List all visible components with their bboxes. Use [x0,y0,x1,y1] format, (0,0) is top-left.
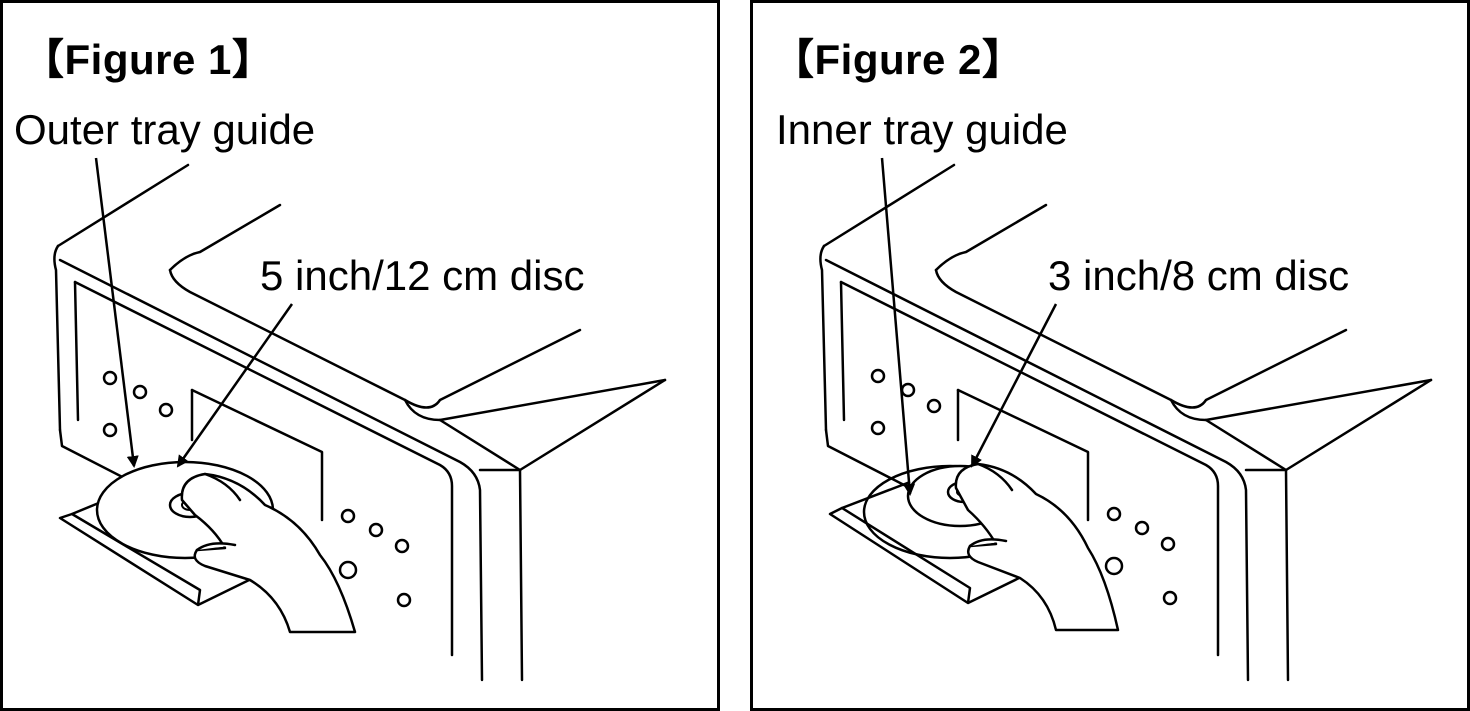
panel-border [0,0,720,711]
guide-arrow [880,157,916,496]
figure-1-panel: 【Figure 1】 Outer tray guide 5 inch/12 cm… [0,0,720,711]
disc-arrow [970,303,1058,468]
disc-size-label: 3 inch/8 cm disc [1048,252,1350,299]
callout-arrows [94,157,294,468]
top-back-edge [56,163,190,248]
left-front-edge [53,244,62,432]
guide-arrow [94,157,139,468]
figure-title: 【Figure 2】 [772,36,1025,83]
disc-arrow [176,303,294,468]
hand [180,472,357,634]
panel-border [750,0,1470,711]
disc-size-label: 5 inch/12 cm disc [260,252,585,299]
callout-arrows [880,157,1058,496]
figure-2-panel: 【Figure 2】 Inner tray guide 3 inch/8 cm … [750,0,1470,711]
outer-tray-guide-label: Outer tray guide [14,106,316,153]
cd-player-unit [819,163,1433,682]
front-buttons [102,370,412,608]
inner-tray-guide-label: Inner tray guide [776,106,1068,153]
figure-1-illustration [0,0,720,711]
cd-player-unit [53,163,667,682]
figure-title: 【Figure 1】 [22,36,275,83]
hand [954,462,1120,632]
front-buttons [870,368,1178,606]
figure-2-illustration [750,0,1470,711]
